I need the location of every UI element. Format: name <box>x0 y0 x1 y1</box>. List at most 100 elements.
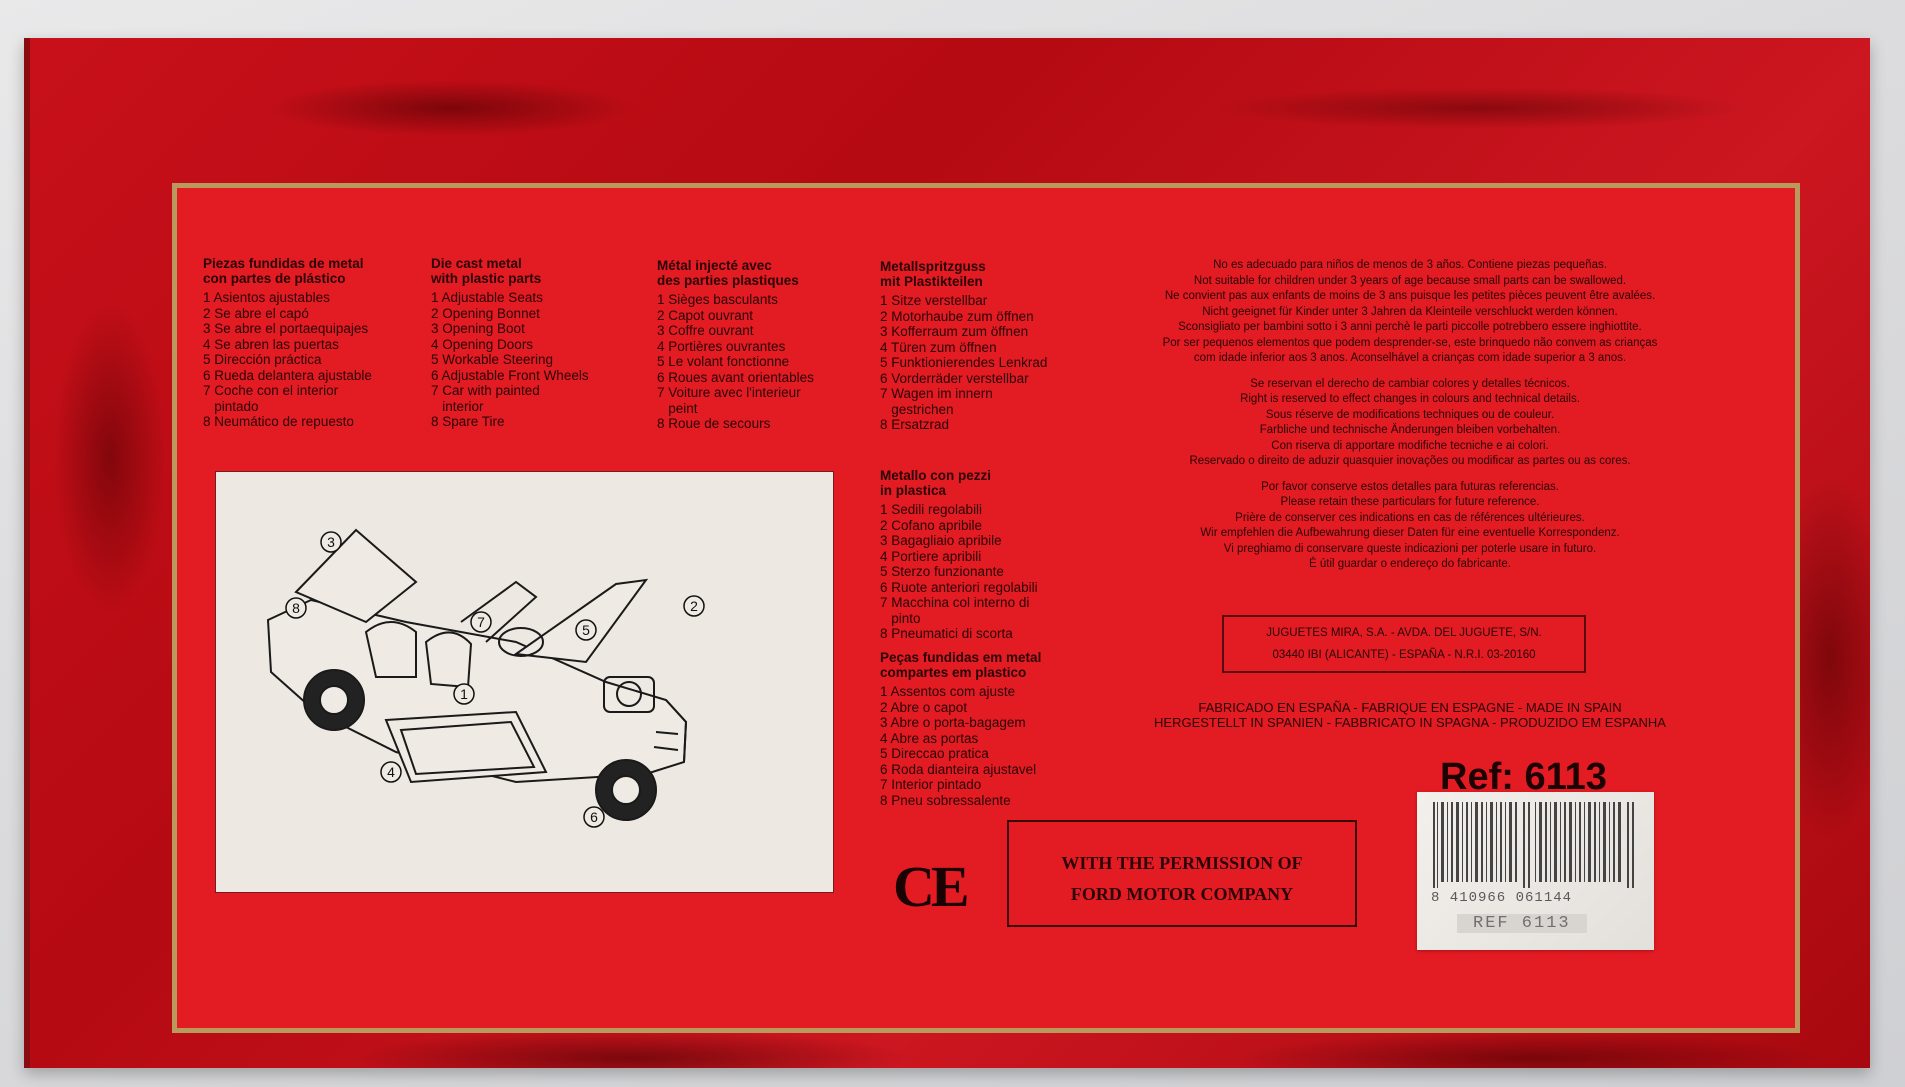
list-item: 2 Abre o capot <box>880 699 968 715</box>
warning-line: No es adecuado para niños de menos de 3 … <box>1213 259 1607 271</box>
list-item: 8 Roue de secours <box>657 416 771 431</box>
list-item: 3 Coffre ouvrant <box>657 323 754 338</box>
feature-list: 1 Assentos com ajuste 2 Abre o capot 3 A… <box>880 684 1041 808</box>
list-item: 2 Capot ouvrant <box>657 307 754 323</box>
manufacturer-address: JUGUETES MIRA, S.A. - AVDA. DEL JUGUETE,… <box>1222 615 1586 673</box>
warnings-block: No es adecuado para niños de menos de 3 … <box>1110 258 1710 573</box>
list-item: 1 Sitze verstellbar <box>880 293 988 308</box>
convertible-car-drawing: 3 8 7 5 2 1 4 6 <box>266 528 705 828</box>
warning-line: É útil guardar o endereço do fabricante. <box>1308 558 1512 570</box>
list-item: 4 Abre as portas <box>880 730 979 746</box>
feature-list: 1 Sitze verstellbar 2 Motorhaube zum öff… <box>880 293 1047 433</box>
warning-line: Reservado o direito de aduzir quasquier … <box>1189 455 1631 467</box>
ce-mark: CE <box>893 854 970 919</box>
warning-line: Farbliche und technische Änderungen blei… <box>1259 424 1561 436</box>
list-item: 2 Motorhaube zum öffnen <box>880 308 1034 324</box>
permission-line: WITH THE PERMISSION OF <box>1061 853 1303 873</box>
ford-permission-box: WITH THE PERMISSION OF FORD MOTOR COMPAN… <box>1007 820 1357 927</box>
address-line: 03440 IBI (ALICANTE) - ESPAÑA - N.R.I. 0… <box>1272 649 1536 661</box>
list-item: 3 Kofferraum zum öffnen <box>880 324 1029 339</box>
list-item: 2 Cofano apribile <box>880 517 983 533</box>
barcode-ref-label: REF 6113 <box>1457 914 1587 933</box>
list-item: 4 Türen zum öffnen <box>880 339 997 355</box>
list-item: 1 Sedili regolabili <box>880 502 983 517</box>
feature-list: 1 Asientos ajustables 2 Se abre el capó … <box>203 290 372 430</box>
list-item: 2 Opening Bonnet <box>431 305 540 321</box>
list-item: 1 Sièges basculants <box>657 292 778 307</box>
list-item: 4 Se abren las puertas <box>203 336 339 352</box>
list-item: 7 Wagen im innern <box>880 386 993 401</box>
callout-label: 6 <box>590 809 598 825</box>
list-item: 3 Se abre el portaequipajes <box>203 321 369 336</box>
list-item: 6 Roues avant orientables <box>657 369 814 385</box>
warning-line: Sous réserve de modifications techniques… <box>1265 408 1555 421</box>
list-item: 8 Neumático de repuesto <box>203 414 354 429</box>
callout-label: 3 <box>327 534 335 550</box>
address-line: JUGUETES MIRA, S.A. - AVDA. DEL JUGUETE,… <box>1266 627 1542 639</box>
list-item: 1 Assentos com ajuste <box>880 684 1016 699</box>
list-item: 2 Se abre el capó <box>203 305 309 321</box>
list-item: 7 Voiture avec l'interieur <box>657 385 801 400</box>
feature-list: 1 Sièges basculants 2 Capot ouvrant 3 Co… <box>657 292 814 432</box>
list-item: 8 Pneumatici di scorta <box>880 626 1013 641</box>
list-item: 7 Coche con el interior <box>203 383 339 398</box>
callout-label: 8 <box>292 600 300 616</box>
list-item: 3 Abre o porta-bagagem <box>880 715 1026 730</box>
list-item: pinto <box>880 610 921 626</box>
list-item: 3 Bagagliaio apribile <box>880 533 1002 548</box>
made-in-spain: FABRICADO EN ESPAÑA - FABRIQUE EN ESPAGN… <box>1110 700 1710 730</box>
warning-line: Not suitable for children under 3 years … <box>1193 274 1627 287</box>
made-in-line: FABRICADO EN ESPAÑA - FABRIQUE EN ESPAGN… <box>1198 700 1622 715</box>
warning-line: Please retain these particulars for futu… <box>1280 496 1540 508</box>
list-item: 6 Adjustable Front Wheels <box>431 367 589 383</box>
list-item: 8 Pneu sobressalente <box>880 792 1011 808</box>
warning-line: Ne convient pas aux enfants de moins de … <box>1164 290 1656 302</box>
reference-number: Ref: 6113 <box>1440 756 1607 798</box>
warning-line: Se reservan el derecho de cambiar colore… <box>1250 377 1570 390</box>
warning-line: Por favor conserve estos detalles para f… <box>1261 480 1559 493</box>
warning-line: Nicht geeignet für Kinder unter 3 Jahren… <box>1202 305 1618 318</box>
list-item: 7 Car with painted <box>431 383 540 398</box>
feature-list: 1 Sedili regolabili 2 Cofano apribile 3 … <box>880 502 1038 642</box>
list-item: 5 Funktionierendes Lenkrad <box>880 355 1048 370</box>
warning-line: Vi preghiamo di conservare queste indica… <box>1223 542 1597 555</box>
list-item: interior <box>431 398 484 414</box>
list-item: 5 Sterzo funzionante <box>880 564 1004 579</box>
list-item: pintado <box>203 398 259 414</box>
list-item: 7 Interior pintado <box>880 777 982 792</box>
list-item: 5 Workable Steering <box>431 352 554 367</box>
feature-list: 1 Adjustable Seats 2 Opening Bonnet 3 Op… <box>431 290 589 430</box>
warning-line: Con riserva di apportare modifiche tecni… <box>1271 439 1549 452</box>
list-item: 8 Spare Tire <box>431 414 505 429</box>
list-item: 4 Portiere apribili <box>880 548 982 564</box>
list-item: 5 Dirección práctica <box>203 352 322 367</box>
barcode-sticker: 8 410966 061144 REF 6113 <box>1417 792 1654 950</box>
list-item: 6 Vorderräder verstellbar <box>880 370 1029 386</box>
list-item: 8 Ersatzrad <box>880 417 950 432</box>
warning-line: Sconsigliato per bambini sotto i 3 anni … <box>1178 321 1642 333</box>
list-item: 4 Portières ouvrantes <box>657 338 786 354</box>
list-item: 6 Roda dianteira ajustavel <box>880 761 1037 777</box>
barcode-icon <box>1433 802 1634 888</box>
warning-line: Por ser pequenos elementos que podem des… <box>1162 336 1658 349</box>
made-in-line: HERGESTELLT IN SPANIEN - FABBRICATO IN S… <box>1154 715 1666 730</box>
list-item: 7 Macchina col interno di <box>880 595 1030 610</box>
warning-line: com idade inferior aos 3 anos. Aconselhá… <box>1193 352 1627 364</box>
list-item: 3 Opening Boot <box>431 321 525 336</box>
list-item: 5 Direccao pratica <box>880 746 989 761</box>
callout-label: 4 <box>387 764 395 780</box>
warning-line: Wir empfehlen die Aufbewahrung dieser Da… <box>1200 527 1620 539</box>
list-item: peint <box>657 400 698 416</box>
callout-label: 1 <box>460 686 468 702</box>
